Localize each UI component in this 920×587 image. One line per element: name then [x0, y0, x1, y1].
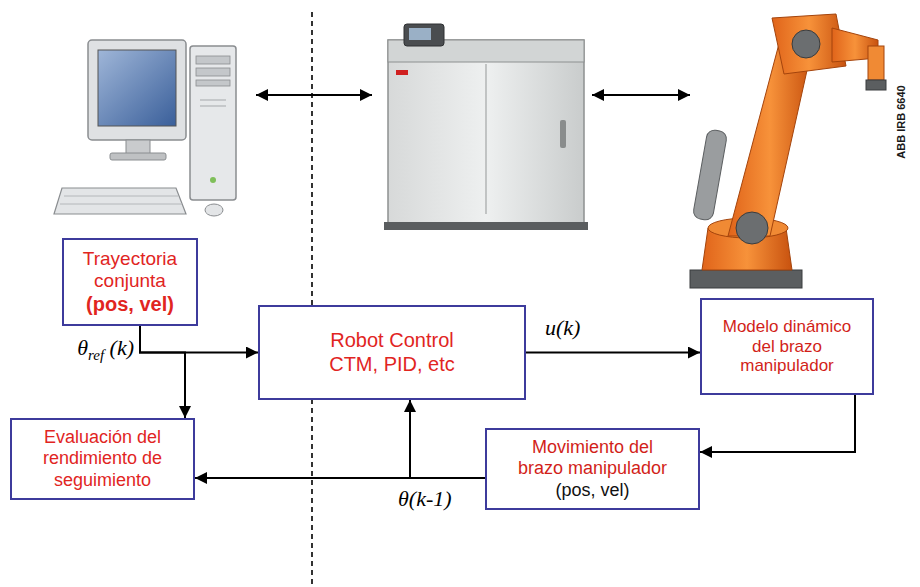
controller-cabinet [485, 64, 486, 214]
robot-arm [690, 14, 886, 288]
computer-icon [190, 46, 236, 200]
controller-cabinet [396, 70, 408, 75]
box-text: Modelo dinámico del brazo manipulador [712, 317, 862, 377]
computer-icon [196, 68, 230, 76]
box-text: Movimiento del brazo manipulador [510, 437, 675, 479]
box-text: (pos, vel) [86, 293, 174, 316]
computer-icon [88, 40, 186, 140]
signal-arrow [140, 326, 185, 418]
signal-label: θref (k) [77, 336, 134, 364]
controller-cabinet [384, 24, 588, 230]
robot-arm [692, 129, 727, 221]
robot-arm [792, 30, 820, 58]
signal-arrow [700, 395, 855, 452]
computer-icon [54, 40, 236, 216]
process-box: Evaluación del rendimiento de seguimient… [10, 418, 195, 500]
computer-icon [64, 196, 178, 197]
process-box: Trayectoria conjunta(pos, vel) [62, 238, 198, 326]
controller-cabinet [384, 222, 588, 230]
signal-arrow [410, 400, 485, 478]
box-text: Evaluación del rendimiento de seguimient… [32, 427, 174, 490]
controller-cabinet [560, 120, 566, 148]
model-label: ABB IRB 6640 [894, 85, 906, 158]
computer-icon [196, 80, 230, 86]
computer-icon [196, 56, 230, 64]
signal-label: u(k) [545, 316, 580, 340]
computer-icon [126, 140, 150, 154]
computer-icon [200, 100, 226, 101]
process-box: Modelo dinámico del brazo manipulador [700, 298, 874, 395]
computer-icon [205, 204, 223, 216]
signal-label: θ(k-1) [398, 487, 452, 511]
robot-arm [866, 80, 886, 90]
process-box: Movimiento del brazo manipulador(pos, ve… [485, 428, 700, 510]
computer-icon [54, 188, 186, 214]
process-box: Robot ControlCTM, PID, etc [258, 305, 526, 400]
computer-icon [210, 177, 216, 183]
controller-cabinet [409, 28, 431, 40]
signal-arrow [526, 352, 700, 354]
box-text: CTM, PID, etc [329, 353, 455, 376]
computer-icon [110, 153, 166, 160]
box-text: (pos, vel) [555, 480, 629, 501]
box-text: Trayectoria conjunta [74, 248, 186, 292]
computer-icon [200, 106, 226, 107]
link-arrow [592, 94, 690, 96]
controller-cabinet [388, 40, 584, 226]
robot-arm [736, 212, 768, 244]
link-arrow [256, 94, 372, 96]
computer-icon [98, 50, 176, 126]
robot-arm [868, 46, 884, 80]
separator-line [311, 12, 313, 584]
box-text: Robot Control [330, 329, 453, 352]
controller-cabinet [404, 24, 444, 46]
signal-arrow [140, 326, 258, 353]
computer-icon [60, 204, 182, 205]
robot-arm [690, 270, 802, 288]
